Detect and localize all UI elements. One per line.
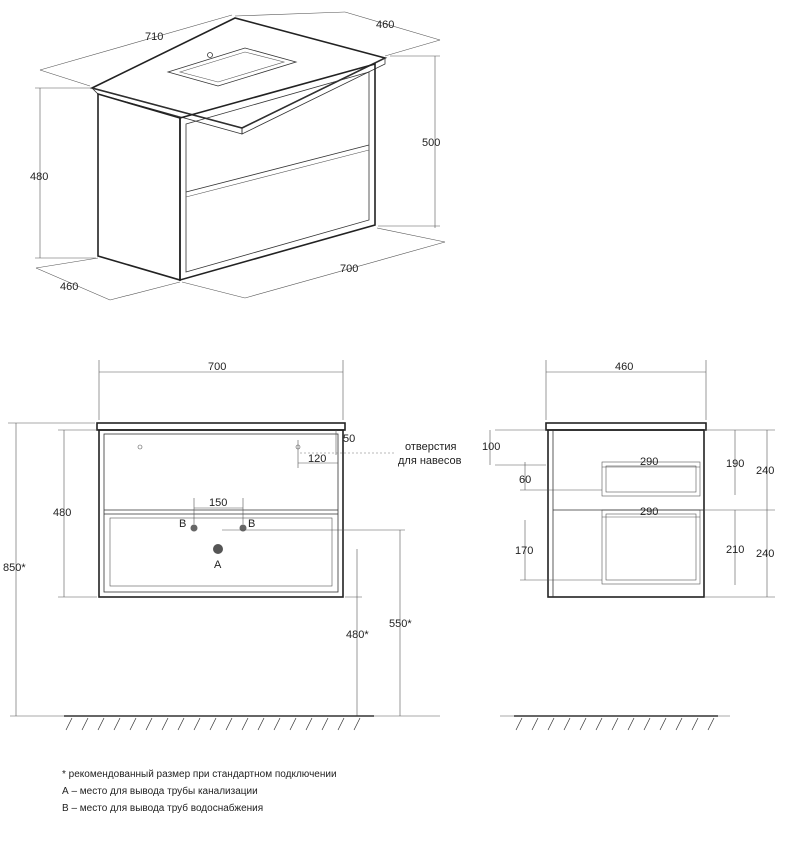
dim-120: 120: [308, 453, 326, 465]
dim-850: 850*: [3, 562, 26, 574]
label-a: A: [214, 559, 222, 571]
floor-hatch-front: [65, 717, 361, 731]
dim-line-460-bottom: [35, 267, 111, 301]
front-view: B B A 700 150 50 120 отверстия для навес…: [3, 360, 462, 731]
side-drawer-1: [601, 461, 701, 497]
ext-line: [384, 39, 441, 57]
drain-pipe: [213, 544, 223, 554]
dim-290-2: 290: [640, 506, 658, 518]
hanging-hole-left: [137, 444, 143, 450]
cabinet-front-face: [179, 62, 376, 282]
faucet-hole: [207, 52, 213, 58]
dim-480-front: 480: [53, 507, 71, 519]
water-pipe-left: [190, 524, 198, 532]
ext-line: [39, 69, 91, 87]
dim-480-star: 480*: [346, 629, 369, 641]
side-drawer-2: [601, 509, 701, 585]
dim-710: 710: [145, 31, 163, 43]
front-lower-opening: [109, 517, 333, 587]
side-countertop: [545, 422, 707, 431]
label-b-left: B: [179, 518, 186, 530]
holes-note-1: отверстия: [405, 441, 457, 453]
dim-170: 170: [515, 545, 533, 557]
dim-190: 190: [726, 458, 744, 470]
holes-note-2: для навесов: [398, 455, 462, 467]
ext-line: [35, 257, 99, 269]
note-a: А – место для вывода трубы канализации: [62, 786, 258, 797]
front-cabinet: [98, 429, 344, 598]
cabinet-side-face: [97, 92, 181, 282]
dim-550: 550*: [389, 618, 412, 630]
side-drawer-2-inner: [605, 513, 697, 581]
isometric-view: 710 460 500 480 460 700: [30, 11, 446, 301]
dim-500: 500: [422, 137, 440, 149]
dim-700-iso: 700: [340, 263, 358, 275]
ext-line: [376, 227, 446, 243]
dim-210: 210: [726, 544, 744, 556]
dim-240-2: 240: [756, 548, 774, 560]
note-recommended: * рекомендованный размер при стандартном…: [62, 769, 337, 780]
dim-60: 60: [519, 474, 531, 486]
countertop-front-left-edge: [90, 87, 243, 135]
note-b: В – место для вывода труб водоснабжения: [62, 803, 264, 814]
sink-bowl: [166, 47, 298, 87]
dim-line-460-top: [344, 11, 441, 41]
cabinet-front-inner: [185, 71, 370, 273]
drawer-split-line-2: [185, 149, 370, 198]
dim-460-bottom: 460: [60, 281, 78, 293]
dim-line-710: [39, 14, 233, 71]
dim-460-top: 460: [376, 19, 394, 31]
countertop-front-right-edge: [241, 57, 386, 135]
legend-notes: * рекомендованный размер при стандартном…: [62, 766, 337, 817]
water-pipe-right: [239, 524, 247, 532]
dim-100: 100: [482, 441, 500, 453]
side-cabinet: [547, 429, 705, 598]
side-drawer-1-inner: [605, 465, 697, 493]
ext-line: [181, 281, 246, 299]
dim-240-1: 240: [756, 465, 774, 477]
label-b-right: B: [248, 518, 255, 530]
drawer-split-line: [185, 144, 370, 193]
sink-bowl-inner: [178, 51, 286, 83]
front-cabinet-inner: [103, 433, 339, 593]
floor-hatch-side: [515, 717, 715, 731]
ext-line: [109, 281, 181, 301]
dim-150: 150: [209, 497, 227, 509]
dim-700-front: 700: [208, 361, 226, 373]
side-view: 460 290 290 100 60 170 190 240 210 240: [482, 360, 775, 731]
dim-460-side: 460: [615, 361, 633, 373]
dim-line-700-bottom: [244, 241, 446, 299]
front-countertop: [96, 422, 346, 431]
dim-290-1: 290: [640, 456, 658, 468]
dim-480-iso: 480: [30, 171, 48, 183]
dim-50: 50: [343, 433, 355, 445]
ext-line: [234, 11, 346, 17]
